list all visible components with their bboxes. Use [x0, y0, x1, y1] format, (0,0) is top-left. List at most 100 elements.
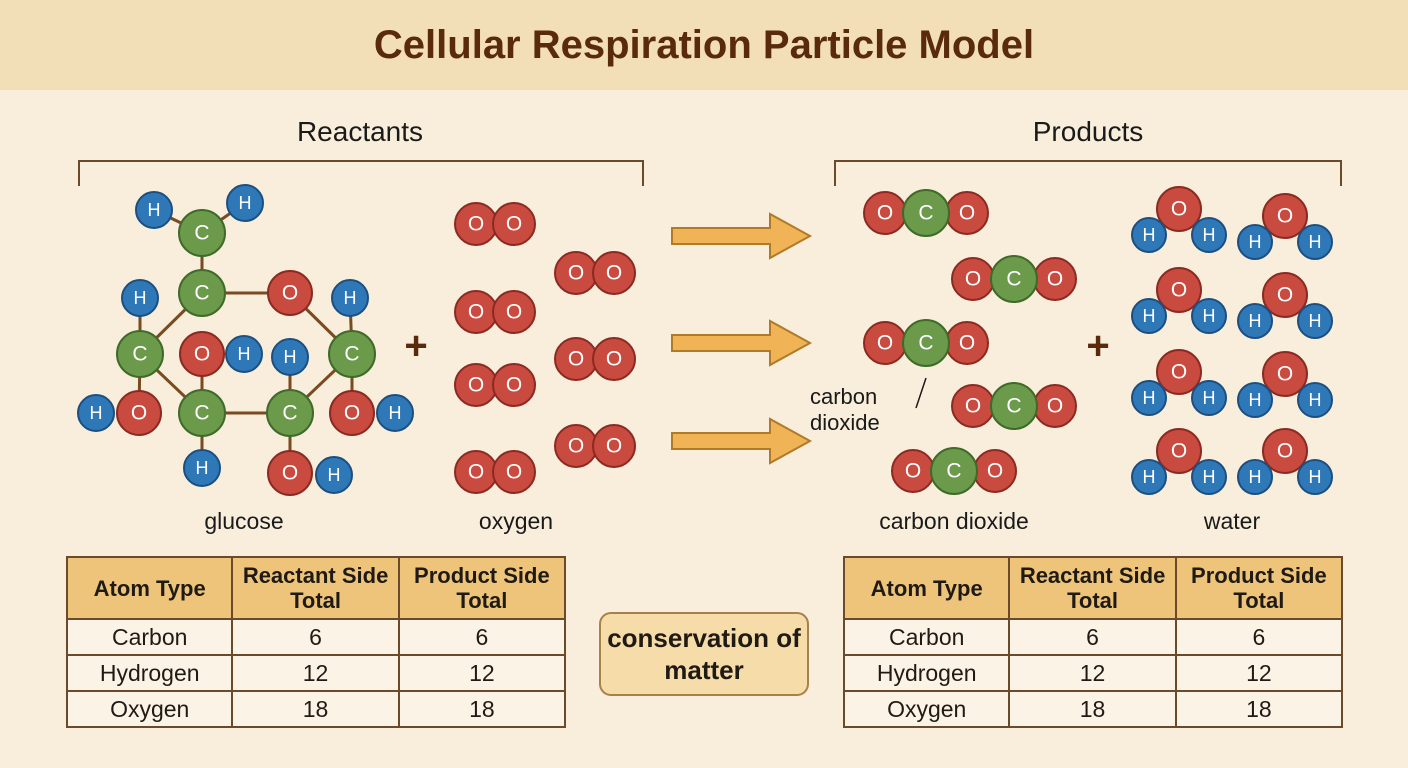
svg-text:H: H — [148, 200, 161, 220]
svg-text:C: C — [946, 460, 961, 483]
svg-text:O: O — [1277, 284, 1293, 307]
hydrogen-atom: H — [1237, 459, 1273, 495]
oxygen-atom: O — [554, 424, 598, 468]
products-bracket — [834, 160, 1342, 186]
svg-text:O: O — [506, 213, 522, 236]
oxygen-atom: O — [492, 450, 536, 494]
hydrogen-atom: H — [271, 338, 309, 376]
oxygen-atom: O — [1262, 193, 1308, 239]
svg-text:H: H — [1203, 225, 1216, 245]
svg-text:O: O — [1277, 205, 1293, 228]
col-reactant-total: Reactant Side Total — [231, 556, 400, 620]
svg-text:O: O — [1047, 395, 1063, 418]
svg-text:O: O — [1171, 279, 1187, 302]
svg-text:C: C — [344, 343, 359, 366]
title-bar: Cellular Respiration Particle Model — [0, 0, 1408, 90]
carbon-dioxide-label: carbon dioxide — [879, 508, 1029, 534]
carbon-dioxide-callout: carbon dioxide — [810, 384, 880, 435]
oxygen-atom: O — [1262, 428, 1308, 474]
table-row: Oxygen 18 18 — [65, 690, 567, 728]
svg-text:O: O — [1277, 363, 1293, 386]
carbon-atom: C — [990, 382, 1038, 430]
svg-text:O: O — [506, 374, 522, 397]
svg-text:O: O — [282, 282, 298, 305]
oxygen-atom: O — [951, 257, 995, 301]
svg-text:H: H — [1249, 467, 1262, 487]
svg-text:H: H — [1249, 390, 1262, 410]
hydrogen-atom: H — [183, 449, 221, 487]
svg-text:O: O — [1171, 361, 1187, 384]
carbon-atom: C — [178, 389, 226, 437]
cell: 12 — [397, 654, 567, 692]
product-atom-table: Atom Type Reactant Side Total Product Si… — [842, 556, 1344, 728]
svg-text:O: O — [568, 348, 584, 371]
svg-text:H: H — [284, 347, 297, 367]
svg-text:H: H — [389, 403, 402, 423]
oxygen-atom: O — [329, 390, 375, 436]
table-row: Hydrogen 12 12 — [65, 654, 567, 692]
oxygen-atom: O — [592, 251, 636, 295]
carbon-atom: C — [178, 269, 226, 317]
carbon-atom: C — [116, 330, 164, 378]
col-reactant-total: Reactant Side Total — [1008, 556, 1177, 620]
hydrogen-atom: H — [315, 456, 353, 494]
table-row: Carbon 6 6 — [65, 618, 567, 656]
svg-text:O: O — [1277, 440, 1293, 463]
oxygen-atom: O — [1156, 428, 1202, 474]
oxygen-label: oxygen — [478, 508, 554, 534]
cell: 6 — [397, 618, 567, 656]
reaction-arrow — [671, 212, 813, 260]
hydrogen-atom: H — [1191, 217, 1227, 253]
oxygen-atom: O — [492, 363, 536, 407]
carbon-atom: C — [990, 255, 1038, 303]
oxygen-atom: O — [973, 449, 1017, 493]
oxygen-atom: O — [945, 191, 989, 235]
svg-text:H: H — [1309, 467, 1322, 487]
svg-text:O: O — [1171, 440, 1187, 463]
hydrogen-atom: H — [1237, 303, 1273, 339]
hydrogen-atom: H — [1131, 217, 1167, 253]
hydrogen-atom: H — [225, 335, 263, 373]
svg-text:H: H — [1143, 388, 1156, 408]
svg-text:C: C — [194, 282, 209, 305]
oxygen-atom: O — [1156, 267, 1202, 313]
oxygen-atom: O — [592, 337, 636, 381]
hydrogen-atom: H — [1131, 459, 1167, 495]
cell: 12 — [1008, 654, 1177, 692]
oxygen-atom: O — [891, 449, 935, 493]
svg-text:O: O — [965, 268, 981, 291]
cell: 12 — [1174, 654, 1344, 692]
svg-text:O: O — [606, 348, 622, 371]
cell: Oxygen — [65, 690, 234, 728]
svg-text:H: H — [1203, 467, 1216, 487]
hydrogen-atom: H — [1297, 459, 1333, 495]
oxygen-atom: O — [454, 363, 498, 407]
products-plus: + — [1086, 324, 1110, 368]
page-title: Cellular Respiration Particle Model — [373, 22, 1035, 67]
oxygen-atom: O — [116, 390, 162, 436]
svg-text:H: H — [1249, 311, 1262, 331]
svg-text:C: C — [194, 402, 209, 425]
svg-text:O: O — [959, 202, 975, 225]
oxygen-atom: O — [592, 424, 636, 468]
reactants-heading: Reactants — [296, 116, 424, 147]
hydrogen-atom: H — [121, 279, 159, 317]
cell: 6 — [1174, 618, 1344, 656]
conservation-of-matter-box: conservation of matter — [599, 612, 809, 696]
svg-text:O: O — [506, 301, 522, 324]
water-label: water — [1203, 508, 1261, 534]
svg-text:O: O — [131, 402, 147, 425]
svg-text:H: H — [238, 344, 251, 364]
carbon-atom: C — [178, 209, 226, 257]
svg-text:H: H — [239, 193, 252, 213]
reactants-plus: + — [404, 324, 428, 368]
hydrogen-atom: H — [135, 191, 173, 229]
hydrogen-atom: H — [331, 279, 369, 317]
svg-text:O: O — [1171, 198, 1187, 221]
svg-text:O: O — [568, 262, 584, 285]
hydrogen-atom: H — [376, 394, 414, 432]
svg-text:O: O — [1047, 268, 1063, 291]
carbon-atom: C — [266, 389, 314, 437]
hydrogen-atom: H — [77, 394, 115, 432]
svg-text:H: H — [1203, 388, 1216, 408]
